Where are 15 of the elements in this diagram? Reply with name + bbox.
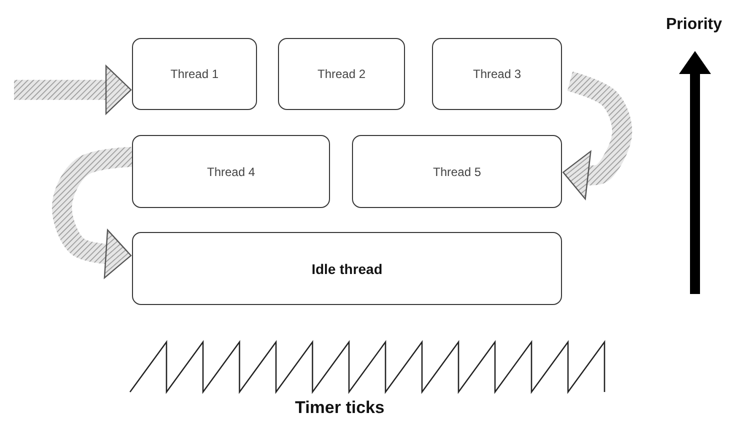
thread-label: Thread 2 [317,67,366,81]
thread-box [278,38,405,110]
thread-label: Idle thread [312,260,382,276]
thread-label: Thread 3 [472,67,522,81]
thread-label: Thread 1 [170,67,219,81]
thread-box [132,135,330,208]
thread-label: Thread 5 [432,164,482,178]
thread-box [132,38,257,110]
thread-label: Thread 4 [206,164,256,178]
axis-label: Priority [666,16,722,34]
caption-label: Timer ticks [295,398,384,418]
thread-box [352,135,562,208]
thread-box [432,38,562,110]
idle-thread-box [132,232,562,305]
block-arrow [14,65,132,114]
